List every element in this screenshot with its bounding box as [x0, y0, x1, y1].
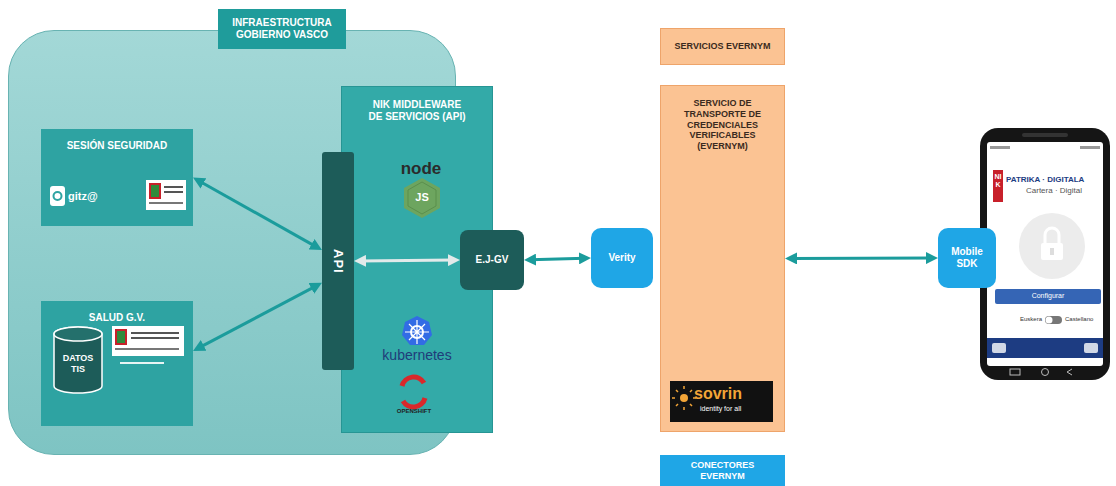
button-text: Configurar: [995, 292, 1101, 300]
app-title: PATRIKA · DIGITALA: [1006, 175, 1102, 184]
gateway-box: E.J-GV: [460, 230, 524, 290]
decor-shape: [50, 186, 65, 206]
decor-shape: [680, 394, 688, 402]
double-arrow: [530, 258, 585, 260]
decor-shape: [117, 331, 125, 343]
connector-box: Verity: [591, 228, 653, 288]
decor-shape: [1045, 228, 1059, 243]
nodejs-logo: [404, 178, 440, 218]
decor-shape: [151, 185, 159, 197]
decor-shape: [1050, 248, 1054, 255]
service-box: SERVICIO DE TRANSPORTE DE CREDENCIALES V…: [660, 85, 785, 432]
node-text: E.J-GV: [463, 254, 521, 266]
app-subtitle: Cartera · Digital: [1006, 186, 1102, 195]
logo-text: kubernetes: [370, 347, 464, 363]
decor-shape: [408, 182, 436, 214]
app-logo-text: NIK: [994, 173, 1002, 188]
decor-shape: [1046, 317, 1053, 324]
decor-shape: [402, 377, 424, 386]
decor-shape: [120, 362, 164, 364]
decor-shape: [1080, 146, 1100, 149]
toggle-label: Euskera: [1004, 316, 1042, 323]
decor-shape: [402, 316, 432, 345]
service-box: SALUD G.V. DATOS TIS: [41, 301, 193, 426]
node-text: INFRAESTRUCTURA GOBIERNO VASCO: [222, 17, 342, 41]
decor-shape: [1067, 369, 1072, 375]
decor-shape: [115, 348, 179, 350]
decor-shape: [1022, 133, 1068, 137]
decor-shape: [164, 186, 183, 188]
sovrin-logo: [670, 381, 773, 422]
node-text: NIK MIDDLEWARE DE SERVICIOS (API): [365, 99, 469, 123]
decor-shape: [1019, 213, 1085, 279]
logo-tagline: identity for all: [700, 405, 770, 413]
double-arrow: [360, 259, 454, 263]
node-text: Mobile SDK: [940, 246, 994, 270]
toggle-label: Castellano: [1065, 316, 1105, 323]
double-arrow: [791, 257, 932, 260]
api-bar: API: [322, 152, 354, 370]
decor-shape: [54, 327, 102, 341]
basque-gov-logo: [112, 326, 184, 364]
decor-shape: [403, 398, 425, 407]
decor-shape: [404, 178, 440, 218]
decor-shape: [995, 289, 1101, 304]
basque-gov-logo: [146, 180, 186, 210]
decor-shape: [54, 327, 102, 393]
decor-shape: [993, 170, 1003, 202]
decor-shape: [670, 381, 773, 422]
node-text: Verity: [594, 252, 650, 264]
decor-shape: [115, 329, 127, 345]
decor-shape: [149, 202, 183, 204]
decor-shape: [990, 146, 1010, 149]
title-tab: INFRAESTRUCTURA GOBIERNO VASCO: [218, 9, 346, 49]
decor-shape: [1010, 369, 1020, 375]
logo-text: OPENSHIFT: [386, 408, 442, 415]
double-arrow: [198, 180, 317, 247]
decor-shape: [992, 343, 1006, 353]
logo-text: gitz@: [68, 190, 108, 203]
double-arrow: [198, 286, 316, 349]
logo-text: JS: [408, 191, 436, 204]
service-box: SESIÓN SEGURIDAD: [41, 129, 193, 226]
sdk-box: Mobile SDK: [938, 228, 996, 288]
node-text: SERVICIOS EVERNYM: [668, 41, 778, 52]
decor-shape: [164, 191, 183, 193]
group-header: CONECTORES EVERNYM: [660, 455, 785, 486]
decor-shape: [980, 128, 1110, 380]
middleware-box: NIK MIDDLEWARE DE SERVICIOS (API)APIE.J-…: [341, 86, 493, 433]
decor-shape: [131, 332, 179, 334]
decor-shape: [411, 326, 423, 338]
database-cylinder: DATOS TIS: [53, 326, 103, 394]
decor-shape: [54, 192, 62, 200]
decor-shape: [1045, 316, 1062, 324]
decor-shape: [987, 338, 1103, 358]
group-header: SERVICIOS EVERNYM: [660, 28, 785, 65]
node-text: DATOS TIS: [55, 353, 101, 375]
openshift-logo: [402, 377, 425, 407]
decor-shape: [1084, 343, 1098, 353]
decor-shape: [149, 183, 161, 199]
decor-shape: [146, 180, 186, 210]
node-text: SALUD G.V.: [47, 312, 187, 324]
logo-text: sovrin: [694, 385, 770, 403]
node-text: API: [330, 249, 346, 274]
decor-shape: [672, 386, 696, 410]
decor-shape: [1042, 369, 1049, 376]
decor-shape: [131, 337, 179, 339]
node-text: SESIÓN SEGURIDAD: [47, 140, 187, 152]
decor-shape: [1041, 243, 1063, 260]
region-panel: INFRAESTRUCTURA GOBIERNO VASCOSESIÓN SEG…: [8, 30, 456, 455]
decor-shape: [405, 320, 429, 344]
logo-text: node: [388, 159, 454, 179]
kubernetes-logo: [402, 316, 432, 345]
decor-shape: [987, 142, 1103, 366]
gitza-icon: [50, 186, 65, 206]
node-text: CONECTORES EVERNYM: [668, 460, 778, 482]
node-text: SERVICIO DE TRANSPORTE DE CREDENCIALES V…: [669, 98, 777, 152]
decor-shape: [112, 326, 184, 356]
